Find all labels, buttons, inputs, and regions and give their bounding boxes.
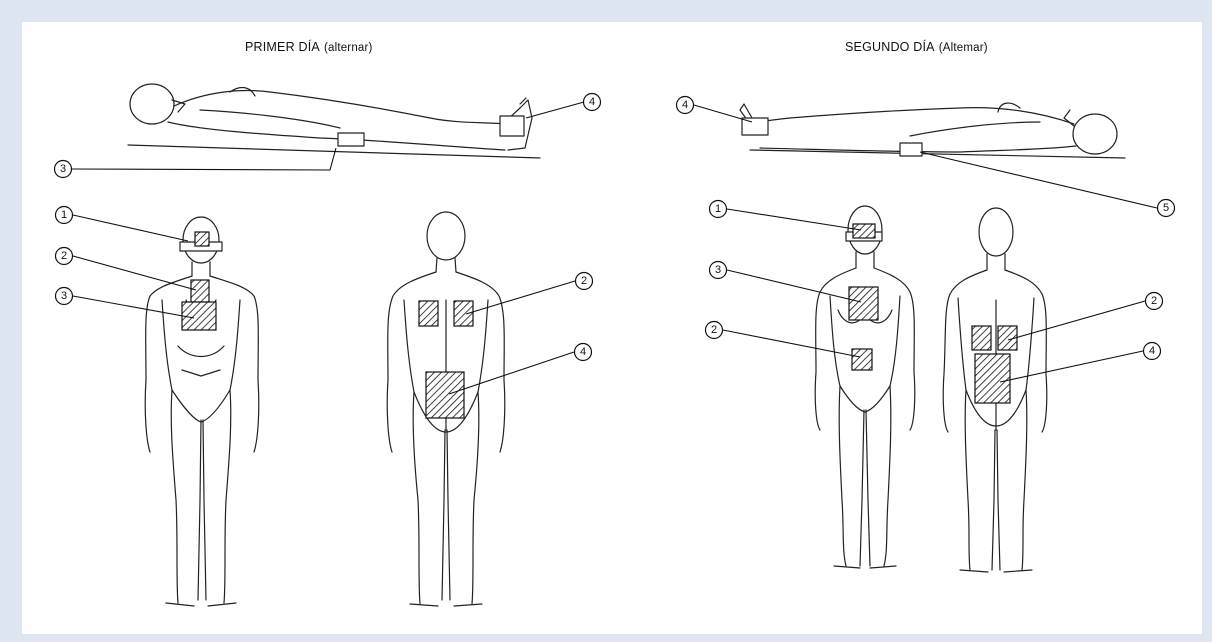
day2-front-figure (815, 206, 915, 568)
callout-d2-front-head: 1 (715, 203, 721, 215)
day1-back-electrode-left (419, 301, 438, 326)
day1-front-figure (145, 217, 259, 606)
callout-leaders (72, 102, 1157, 394)
callout-d1-back-upper: 2 (581, 275, 587, 287)
day1-supine-figure (128, 84, 540, 158)
day2-front-electrode-chest (849, 287, 878, 320)
callout-d2-supine-foot: 4 (682, 99, 688, 111)
callout-d2-back-lower: 4 (1149, 345, 1155, 357)
day2-front-electrode-abdomen (852, 349, 872, 370)
callout-d1-front-head: 1 (61, 209, 67, 221)
callout-d1-supine-back: 3 (60, 163, 66, 175)
callout-d2-back-upper: 2 (1151, 295, 1157, 307)
day1-front-electrode-lower-chest (182, 302, 216, 330)
callout-d1-supine-foot: 4 (589, 96, 595, 108)
day2-back-electrode-lower (975, 354, 1010, 403)
day2-front-electrode-head (853, 224, 875, 238)
day2-supine-figure (740, 103, 1125, 158)
day1-back-electrode-right (454, 301, 473, 326)
callout-d1-front-chest-upper: 2 (61, 250, 67, 262)
callout-d1-front-chest-lower: 3 (61, 290, 67, 302)
day1-front-electrode-upper-chest (191, 280, 209, 302)
callout-d2-front-abdomen: 2 (711, 324, 717, 336)
day1-back-electrode-lower (426, 372, 464, 418)
callout-d1-back-lower: 4 (580, 346, 586, 358)
day1-front-electrode-head (195, 232, 209, 246)
day2-back-electrode-left (972, 326, 991, 350)
callout-d2-front-chest: 3 (715, 264, 721, 276)
callout-d2-supine-back: 5 (1163, 202, 1169, 214)
